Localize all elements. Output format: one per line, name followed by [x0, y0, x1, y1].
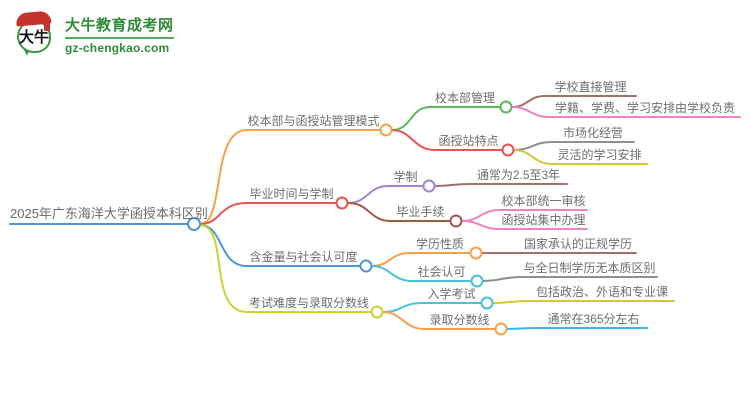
child-toggle-2-0[interactable] — [469, 246, 483, 260]
child-toggle-0-1[interactable] — [501, 143, 515, 157]
child-line-0-1 — [391, 129, 503, 151]
child-line-0-0 — [391, 106, 501, 131]
child-line-3-1 — [382, 311, 496, 330]
child-line-2-1 — [371, 265, 472, 282]
branch-line-0 — [199, 129, 381, 225]
child-line-1-1 — [347, 202, 451, 222]
child-toggle-3-1[interactable] — [494, 322, 508, 336]
child-toggle-3-0[interactable] — [480, 296, 494, 310]
leaf-line-3-1-0 — [506, 327, 648, 330]
leaf-line-1-0-0 — [434, 183, 568, 187]
branch-node-label-2[interactable]: 含金量与社会认可度 — [249, 250, 358, 264]
logo-domain: gz-chengkao.com — [65, 37, 174, 55]
branch-node-label-3[interactable]: 考试难度与录取分数线 — [248, 296, 369, 310]
root-node-label[interactable]: 2025年广东海洋大学函授本科区别 — [10, 206, 208, 221]
logo-seal-stamp — [44, 23, 50, 31]
leaf-node-label-2-1-0[interactable]: 与全日制学历无本质区别 — [523, 261, 656, 275]
branch-toggle-2[interactable] — [359, 259, 373, 273]
leaf-node-label-3-0-0[interactable]: 包括政治、外语和专业课 — [535, 285, 668, 299]
leaf-node-label-1-0-0[interactable]: 通常为2.5至3年 — [476, 168, 561, 182]
leaf-line-1-1-1 — [461, 220, 588, 230]
leaf-line-0-1-1 — [513, 149, 648, 165]
root-node-toggle[interactable] — [187, 217, 201, 231]
child-node-label-0-1[interactable]: 函授站特点 — [438, 134, 499, 148]
branch-line-3 — [199, 224, 372, 313]
leaf-node-label-0-1-1[interactable]: 灵活的学习安排 — [557, 148, 642, 162]
logo-icon-text: 大牛 — [19, 28, 50, 46]
child-line-1-0 — [347, 185, 424, 204]
branch-line-1 — [199, 202, 337, 225]
child-node-label-2-1[interactable]: 社会认可 — [417, 265, 466, 279]
child-node-label-3-1[interactable]: 录取分数线 — [429, 313, 490, 327]
site-logo[interactable]: 大牛 大牛教育成考网 gz-chengkao.com — [15, 10, 174, 58]
leaf-node-label-0-1-0[interactable]: 市场化经营 — [562, 126, 623, 140]
branch-toggle-3[interactable] — [370, 305, 384, 319]
child-toggle-1-1[interactable] — [449, 214, 463, 228]
leaf-node-label-1-1-1[interactable]: 函授站集中办理 — [501, 213, 586, 227]
leaf-node-label-3-1-0[interactable]: 通常在365分左右 — [547, 312, 640, 326]
leaf-node-label-0-0-0[interactable]: 学校直接管理 — [554, 80, 627, 94]
branch-toggle-0[interactable] — [379, 123, 393, 137]
branch-node-label-0[interactable]: 校本部与函授站管理模式 — [247, 114, 380, 128]
branch-node-label-1[interactable]: 毕业时间与学制 — [249, 187, 334, 201]
child-line-3-0 — [382, 302, 482, 313]
child-toggle-1-0[interactable] — [422, 179, 436, 193]
leaf-line-3-0-0 — [492, 300, 675, 304]
branch-toggle-1[interactable] — [335, 196, 349, 210]
leaf-node-label-1-1-0[interactable]: 校本部统一审核 — [501, 194, 586, 208]
child-toggle-2-1[interactable] — [470, 274, 484, 288]
leaf-line-0-0-1 — [511, 106, 741, 118]
child-toggle-0-0[interactable] — [499, 100, 513, 114]
leaf-node-label-0-0-1[interactable]: 学籍、学费、学习安排由学校负责 — [554, 101, 735, 115]
logo-title: 大牛教育成考网 — [65, 17, 174, 34]
child-node-label-2-0[interactable]: 学历性质 — [415, 237, 464, 251]
leaf-node-label-2-0-0[interactable]: 国家承认的正规学历 — [523, 237, 632, 251]
child-node-label-3-0[interactable]: 入学考试 — [427, 287, 476, 301]
child-node-label-1-0[interactable]: 学制 — [393, 170, 418, 184]
child-node-label-1-1[interactable]: 毕业手续 — [396, 205, 445, 219]
logo-bull-icon: 大牛 — [15, 10, 56, 58]
child-node-label-0-0[interactable]: 校本部管理 — [434, 91, 495, 105]
leaf-line-2-1-0 — [482, 276, 658, 282]
